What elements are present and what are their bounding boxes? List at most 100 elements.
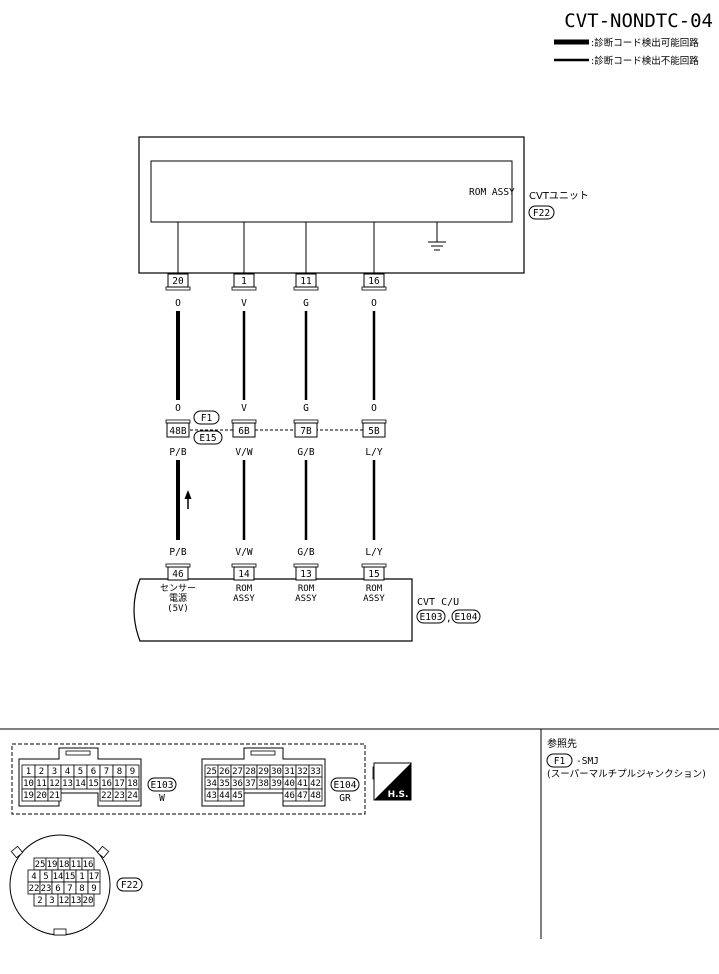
- top-terminal-2: 1: [231, 273, 257, 291]
- wire-color-bottom: G/B: [297, 447, 314, 458]
- pin-number: 25: [35, 860, 46, 870]
- pin-number: 45: [232, 791, 243, 801]
- pin-number: 12: [49, 779, 60, 789]
- f22-label: F22: [121, 880, 138, 891]
- junction-label-bottom: E15: [199, 433, 216, 444]
- e103-color-code: W: [159, 793, 165, 804]
- pin-number: 4: [65, 767, 70, 777]
- cu-terminal-4: 15: [361, 563, 387, 581]
- control-unit-connector-label-2: E104: [455, 612, 478, 623]
- pin-number: 5: [78, 767, 83, 777]
- pin-number: 17: [89, 872, 100, 882]
- junction-terminal-number: 6B: [238, 426, 250, 437]
- legend-thin-label: :診断コード検出不能回路: [591, 55, 699, 67]
- wire-color-bottom: P/B: [169, 447, 186, 458]
- pin-number: 15: [65, 872, 76, 882]
- pin-number: 41: [297, 779, 308, 789]
- terminal-function-label: 電源: [169, 593, 187, 604]
- pin-number: 6: [91, 767, 96, 777]
- wire-color-bottom: G/B: [297, 547, 314, 558]
- pin-number: 20: [36, 791, 47, 801]
- pin-number: 3: [52, 767, 57, 777]
- e103-badge: [147, 777, 177, 792]
- pin-number: 26: [219, 767, 230, 777]
- pin-number: 27: [232, 767, 243, 777]
- pin-number: 38: [258, 779, 269, 789]
- pin-number: 10: [23, 779, 34, 789]
- rom-assy-box: [150, 160, 513, 223]
- terminal-function-label: ASSY: [363, 594, 385, 604]
- pin-number: 24: [127, 791, 138, 801]
- wire-color-top: O: [371, 403, 377, 414]
- pin-number: 14: [53, 872, 64, 882]
- pin-number: 1: [79, 872, 84, 882]
- pin-number: 9: [91, 884, 96, 894]
- cu-terminal-2: 14: [231, 563, 257, 581]
- pin-number: 20: [83, 896, 94, 906]
- pin-number: 6: [55, 884, 60, 894]
- pin-number: 39: [271, 779, 282, 789]
- pin-number: 22: [29, 884, 40, 894]
- cvt-unit-connector-badge: [528, 205, 555, 220]
- pin-number: 11: [36, 779, 47, 789]
- pin-number: 40: [284, 779, 295, 789]
- top-terminal-number: 11: [300, 276, 312, 287]
- terminal-function-label: ROM: [298, 584, 315, 594]
- reference-description: (スーパーマルチプルジャンクション): [547, 769, 706, 780]
- cu-terminal-number: 15: [368, 569, 379, 580]
- pin-number: 13: [62, 779, 73, 789]
- ground-symbol: [428, 222, 446, 251]
- control-unit-connector-label-1: E103: [420, 612, 443, 623]
- junction-label-top: F1: [201, 413, 213, 424]
- f22-badge: [116, 877, 143, 892]
- pin-cell: [230, 788, 245, 802]
- cvt-control-unit-box: [133, 578, 413, 642]
- pin-number: 29: [258, 767, 269, 777]
- top-terminal-number: 1: [241, 276, 247, 287]
- pin-number: 9: [130, 767, 135, 777]
- pin-number: 17: [114, 779, 125, 789]
- pin-number: 12: [59, 896, 70, 906]
- pin-cell: [308, 788, 323, 802]
- pin-number: 7: [104, 767, 109, 777]
- reference-title: 参照先: [547, 737, 577, 750]
- pin-number: 16: [101, 779, 112, 789]
- pin-number: 46: [284, 791, 295, 801]
- junction-terminal-number: 7B: [300, 426, 312, 437]
- wire-color-bottom: V/W: [235, 447, 252, 458]
- f22-key-right: [96, 845, 110, 859]
- pin-cell: [81, 893, 95, 907]
- terminal-function-label: センサー: [160, 583, 196, 594]
- terminal-function-label: ROM: [236, 584, 253, 594]
- pin-number: 13: [71, 896, 82, 906]
- junction-terminal-4: 5B: [361, 419, 387, 438]
- wire-color-top: V: [241, 403, 247, 414]
- rom-assy-label: ROM ASSY: [469, 187, 515, 198]
- pin-number: 48: [310, 791, 321, 801]
- terminal-function-label: ROM: [366, 584, 383, 594]
- e104-connector-latch: [250, 750, 276, 756]
- pin-number: 33: [310, 767, 321, 777]
- f22-key-bottom: [53, 928, 67, 936]
- pin-number: 23: [114, 791, 125, 801]
- top-terminal-1: 20: [165, 273, 191, 291]
- pin-number: 2: [37, 896, 42, 906]
- e104-color-code: GR: [339, 793, 351, 804]
- control-unit-label: CVT C/U: [417, 597, 459, 608]
- pin-number: 35: [219, 779, 230, 789]
- current-direction-arrow: [184, 490, 192, 509]
- f22-key-left: [10, 845, 24, 859]
- pin-number: 32: [297, 767, 308, 777]
- pin-number: 4: [31, 872, 36, 882]
- cvt-unit-connector-label: F22: [533, 208, 550, 219]
- pin-number: 21: [49, 791, 60, 801]
- e104-badge: [330, 777, 360, 792]
- terminal-function-label: ASSY: [233, 594, 255, 604]
- wire-color-bottom: V/W: [235, 547, 252, 558]
- reference-code: F1: [554, 756, 566, 767]
- pin-number: 23: [41, 884, 52, 894]
- e104-connector-outline: [201, 747, 326, 807]
